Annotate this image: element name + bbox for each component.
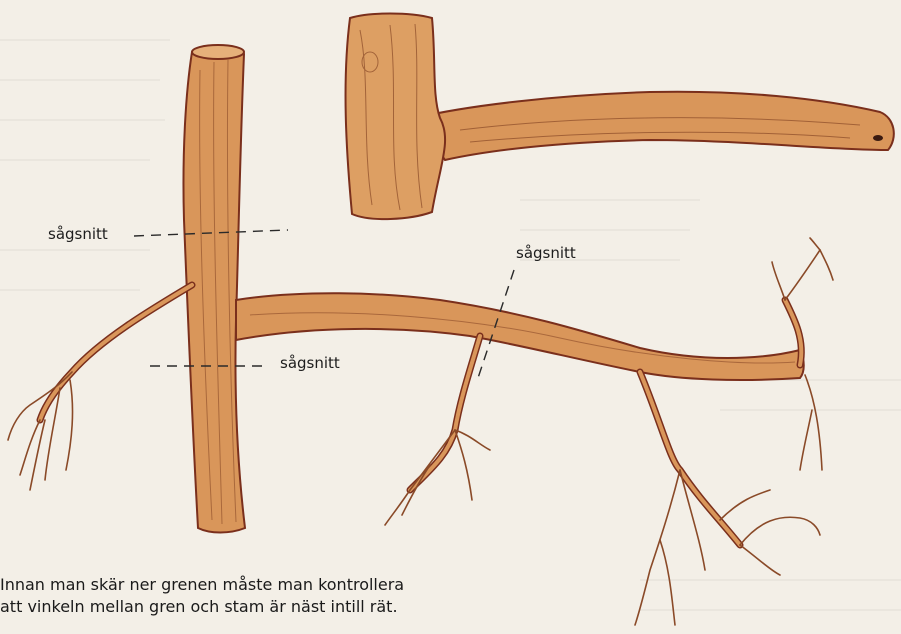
mallet-handle	[415, 92, 894, 160]
cut-label-top: sågsnitt	[48, 225, 108, 243]
caption-line-2: att vinkeln mellan gren och stam är näst…	[0, 596, 520, 618]
cut-label-branch: sågsnitt	[516, 244, 576, 262]
mallet-handle-hole	[873, 135, 883, 141]
twigs	[8, 238, 833, 625]
trunk-body	[183, 48, 245, 533]
trunk	[183, 45, 245, 533]
mallet-blank	[346, 14, 894, 220]
caption: Innan man skär ner grenen måste man kont…	[0, 574, 520, 618]
trunk-top-cut	[192, 45, 244, 59]
caption-line-1: Innan man skär ner grenen måste man kont…	[0, 574, 520, 596]
cut-label-bottom: sågsnitt	[280, 354, 340, 372]
mallet-head	[346, 14, 446, 220]
